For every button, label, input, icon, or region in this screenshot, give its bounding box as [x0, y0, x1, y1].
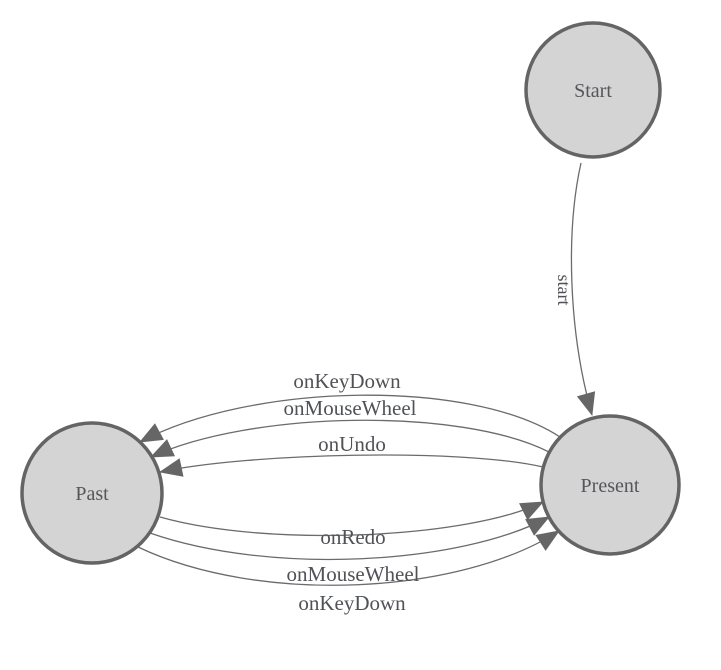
edge-layer: [137, 162, 596, 586]
state-node-past-label: Past: [75, 483, 109, 505]
state-node-present: Present: [539, 414, 681, 556]
edge-past-to-present-onredo: [159, 501, 544, 537]
edge-label-onredo: onRedo: [320, 525, 385, 549]
edge-label-layer: start onKeyDown onMouseWheel onUndo onRe…: [284, 275, 574, 616]
state-node-start-label: Start: [574, 80, 612, 102]
edge-past-to-present-onmousewheel: [149, 516, 550, 561]
state-node-present-circle: [539, 414, 681, 556]
edge-label-onmousewheel-bottom: onMouseWheel: [287, 562, 420, 586]
state-node-past: Past: [20, 421, 164, 565]
edge-present-to-past-onkeydown: [139, 394, 561, 443]
edge-present-to-past-onmousewheel: [150, 419, 550, 458]
edge-label-onkeydown-top: onKeyDown: [293, 369, 401, 393]
state-node-past-circle: [20, 421, 164, 565]
edge-past-to-present-onkeydown: [137, 530, 560, 586]
edge-label-onmousewheel-top: onMouseWheel: [284, 396, 417, 420]
state-node-start: Start: [524, 21, 662, 159]
edge-present-to-past-onundo: [158, 454, 544, 477]
edge-label-onkeydown-bottom: onKeyDown: [298, 591, 406, 615]
state-node-present-label: Present: [581, 475, 640, 497]
state-node-start-circle: [524, 21, 662, 159]
edge-start-to-present: [570, 162, 596, 417]
edge-label-onundo: onUndo: [318, 432, 386, 456]
edge-label-start: start: [554, 275, 574, 306]
